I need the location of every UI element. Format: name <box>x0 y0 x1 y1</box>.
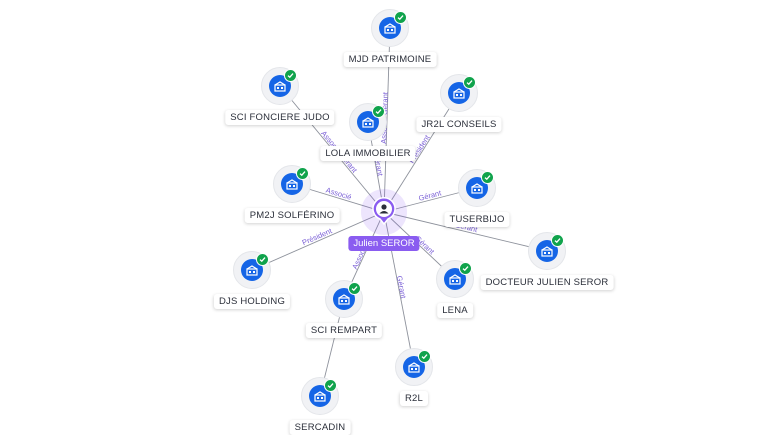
edge-role-label: Gérant <box>395 275 408 300</box>
verified-check-icon <box>296 167 309 180</box>
verified-check-icon <box>459 262 472 275</box>
company-label[interactable]: DJS HOLDING <box>213 294 291 309</box>
node-halo <box>233 251 271 289</box>
relationship-edge <box>251 211 385 271</box>
company-label[interactable]: LENA <box>437 303 473 318</box>
verified-check-icon <box>284 69 297 82</box>
verified-check-icon <box>372 105 385 118</box>
verified-check-icon <box>418 350 431 363</box>
company-label[interactable]: SCI REMPART <box>305 323 383 338</box>
company-label[interactable]: TUSERBIJO <box>444 212 510 227</box>
company-label[interactable]: MJD PATRIMOINE <box>343 52 437 67</box>
verified-check-icon <box>551 234 564 247</box>
company-label[interactable]: SCI FONCIERE JUDO <box>225 110 335 125</box>
company-label[interactable]: PM2J SOLFÉRINO <box>244 208 340 223</box>
company-label[interactable]: SERCADIN <box>289 420 351 435</box>
company-label[interactable]: LOLA IMMOBILIER <box>320 146 416 161</box>
relationship-edge <box>383 92 460 213</box>
verified-check-icon <box>481 171 494 184</box>
person-icon[interactable] <box>368 195 400 227</box>
verified-check-icon <box>394 11 407 24</box>
verified-check-icon <box>256 253 269 266</box>
edge-role-label: Associé <box>325 185 353 201</box>
company-label[interactable]: DOCTEUR JULIEN SEROR <box>480 275 614 290</box>
verified-check-icon <box>348 282 361 295</box>
company-label[interactable]: R2L <box>399 391 429 406</box>
center-person-label[interactable]: Julien SEROR <box>348 236 420 251</box>
company-label[interactable]: JR2L CONSEILS <box>416 117 502 132</box>
edge-role-label: Gérant <box>418 188 443 203</box>
verified-check-icon <box>463 76 476 89</box>
relationship-edge <box>383 211 548 252</box>
verified-check-icon <box>324 379 337 392</box>
